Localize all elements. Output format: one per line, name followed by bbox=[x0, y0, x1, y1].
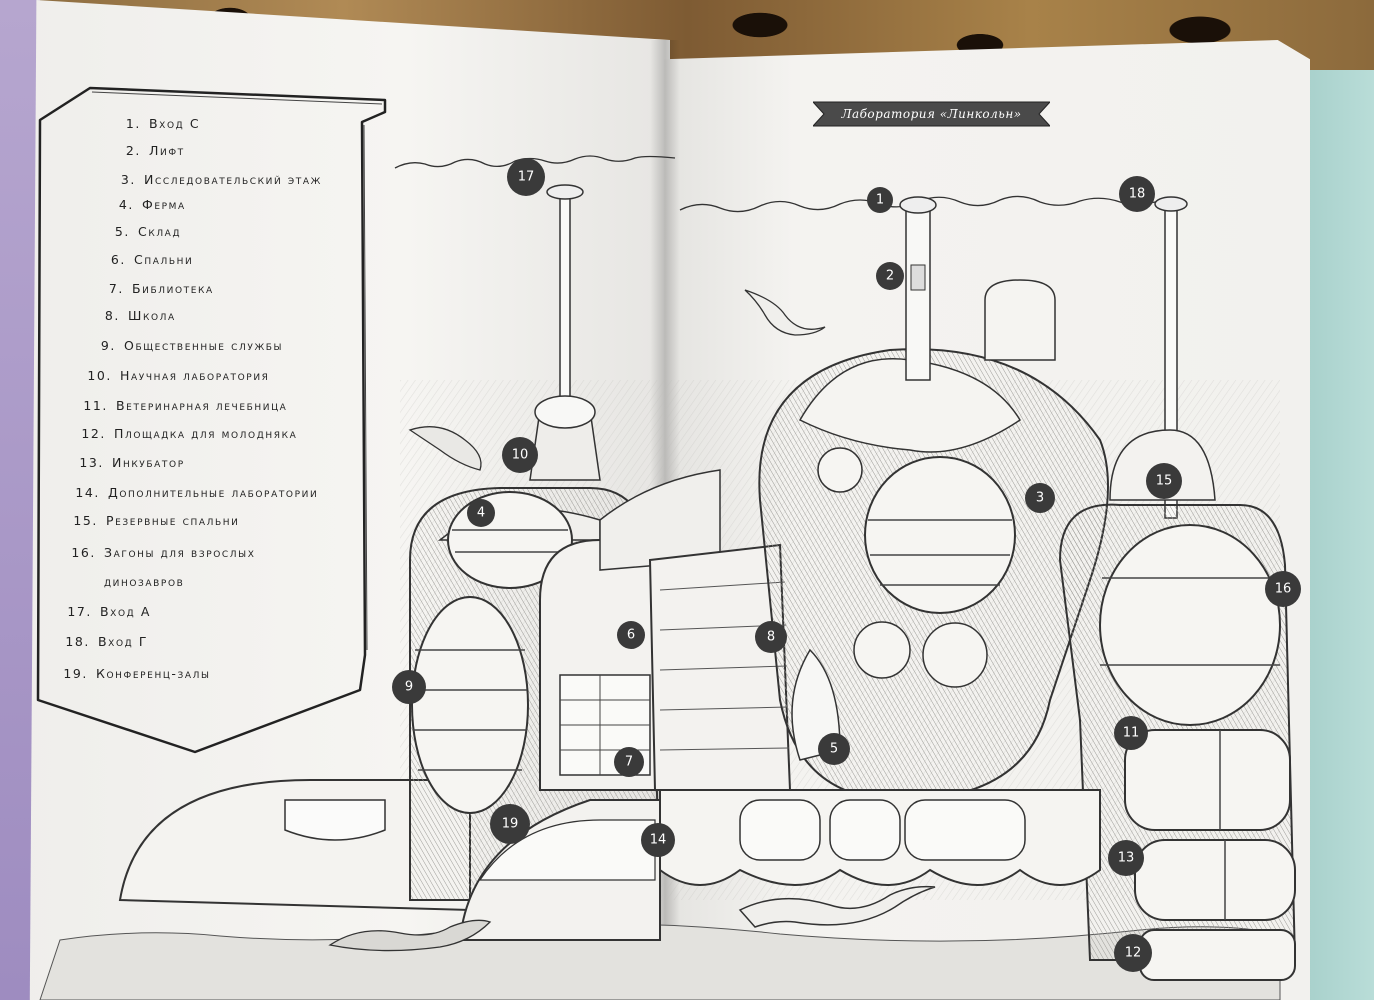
legend-item: 5.Склад bbox=[114, 224, 182, 239]
svg-text:16: 16 bbox=[1275, 582, 1292, 597]
banner-title: Лаборатория «Линкольн» bbox=[841, 107, 1022, 121]
legend-item: 4.Ферма bbox=[118, 197, 186, 212]
svg-text:6: 6 bbox=[627, 628, 635, 643]
marker-2: 2 bbox=[876, 262, 904, 290]
legend-item: 8.Школа bbox=[104, 308, 176, 323]
legend-item: динозавров bbox=[104, 574, 185, 589]
ichthyosaur-left bbox=[408, 426, 482, 471]
legend-item: 6.Спальни bbox=[110, 252, 194, 267]
plesiosaur-top bbox=[744, 289, 826, 336]
legend-item: 18.Вход Г bbox=[65, 634, 149, 649]
marker-1: 1 bbox=[867, 187, 893, 213]
plesiosaur-floor bbox=[328, 919, 492, 952]
svg-text:17: 17 bbox=[518, 170, 535, 185]
marker-3: 3 bbox=[1025, 483, 1055, 513]
legend-item: 9.Общественные службы bbox=[100, 338, 284, 353]
svg-text:18: 18 bbox=[1129, 187, 1146, 202]
legend-item: 7.Библиотека bbox=[108, 281, 214, 296]
legend-item: 13.Инкубатор bbox=[79, 455, 185, 470]
legend-item: 17.Вход А bbox=[67, 604, 151, 619]
svg-text:13: 13 bbox=[1118, 851, 1135, 866]
legend-item: 19.Конференц-залы bbox=[63, 666, 211, 681]
plesiosaur-bottom bbox=[738, 885, 936, 928]
svg-text:1: 1 bbox=[876, 193, 884, 208]
svg-text:15: 15 bbox=[1156, 474, 1173, 489]
legend-item: 12.Площадка для молодняка bbox=[81, 426, 298, 441]
svg-text:12: 12 bbox=[1125, 946, 1142, 961]
svg-text:11: 11 bbox=[1123, 726, 1140, 741]
marker-16: 16 bbox=[1265, 571, 1301, 607]
marker-5: 5 bbox=[818, 733, 850, 765]
legend-item: 16.Загоны для взрослых bbox=[71, 545, 256, 560]
svg-text:14: 14 bbox=[650, 833, 667, 848]
marker-9: 9 bbox=[392, 670, 426, 704]
marker-6: 6 bbox=[617, 621, 645, 649]
legend-item: 2.Лифт bbox=[125, 143, 185, 158]
svg-text:8: 8 bbox=[767, 630, 775, 645]
marker-14: 14 bbox=[641, 823, 675, 857]
legend-item: 15.Резервные спальни bbox=[73, 513, 240, 528]
svg-text:4: 4 bbox=[477, 506, 485, 521]
marker-13: 13 bbox=[1108, 840, 1144, 876]
legend-item: 1.Вход С bbox=[125, 116, 201, 131]
marker-17: 17 bbox=[507, 158, 545, 196]
marker-19: 19 bbox=[490, 804, 530, 844]
marker-15: 15 bbox=[1146, 463, 1182, 499]
svg-text:10: 10 bbox=[512, 448, 529, 463]
svg-text:9: 9 bbox=[405, 680, 413, 695]
marker-12: 12 bbox=[1114, 934, 1152, 972]
svg-text:7: 7 bbox=[625, 755, 633, 770]
svg-text:19: 19 bbox=[502, 817, 519, 832]
marker-7: 7 bbox=[614, 747, 644, 777]
legend-item: 14.Дополнительные лаборатории bbox=[75, 485, 319, 500]
legend-item: 3.Исследовательский этаж bbox=[120, 172, 322, 187]
legend-item: 10.Научная лаборатория bbox=[87, 368, 270, 383]
svg-text:2: 2 bbox=[886, 269, 894, 284]
marker-18: 18 bbox=[1119, 176, 1155, 212]
legend-item: 11.Ветеринарная лечебница bbox=[83, 398, 288, 413]
title-banner bbox=[813, 101, 1050, 127]
marker-11: 11 bbox=[1114, 716, 1148, 750]
marker-4: 4 bbox=[467, 499, 495, 527]
marker-8: 8 bbox=[755, 621, 787, 653]
svg-text:5: 5 bbox=[830, 742, 838, 757]
svg-text:3: 3 bbox=[1036, 491, 1044, 506]
marker-10: 10 bbox=[502, 437, 538, 473]
